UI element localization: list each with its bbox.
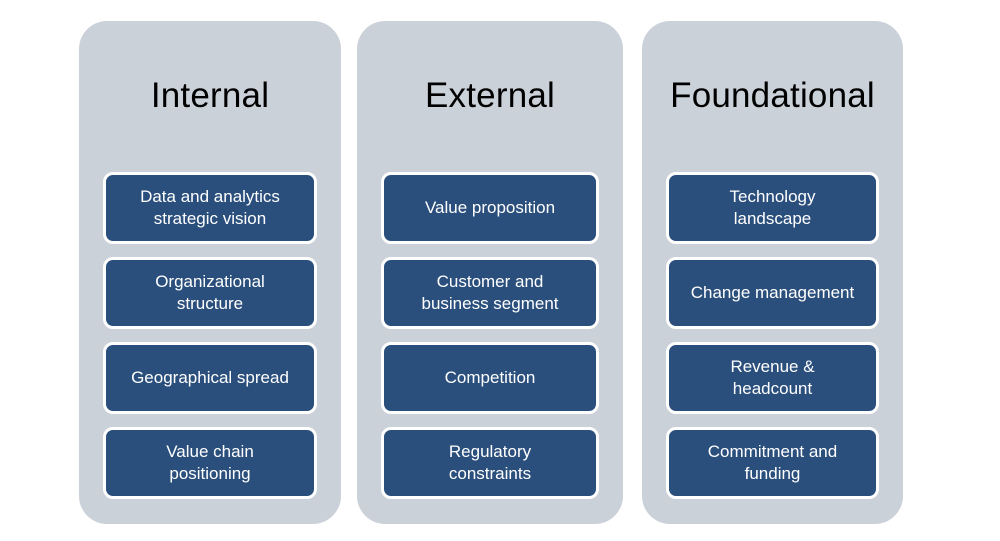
item-box: Organizational structure (103, 257, 317, 329)
item-box: Change management (666, 257, 879, 329)
column-external: External Value proposition Customer and … (357, 21, 623, 524)
column-title: External (425, 76, 555, 115)
item-box: Commitment and funding (666, 427, 879, 499)
item-box: Data and analytics strategic vision (103, 172, 317, 244)
item-box: Geographical spread (103, 342, 317, 414)
column-internal: Internal Data and analytics strategic vi… (79, 21, 341, 524)
item-box: Value proposition (381, 172, 599, 244)
column-foundational: Foundational Technology landscape Change… (642, 21, 903, 524)
column-title: Internal (150, 76, 270, 115)
item-box: Regulatory constraints (381, 427, 599, 499)
item-box: Customer and business segment (381, 257, 599, 329)
item-box: Value chain positioning (103, 427, 317, 499)
column-items: Value proposition Customer and business … (357, 172, 623, 512)
item-box: Technology landscape (666, 172, 879, 244)
column-items: Technology landscape Change management R… (642, 172, 903, 512)
column-items: Data and analytics strategic vision Orga… (79, 172, 341, 512)
item-box: Revenue & headcount (666, 342, 879, 414)
item-box: Competition (381, 342, 599, 414)
column-title: Foundational (670, 76, 875, 115)
